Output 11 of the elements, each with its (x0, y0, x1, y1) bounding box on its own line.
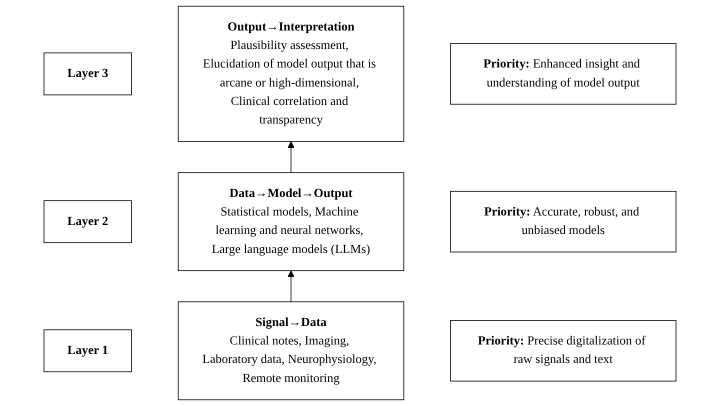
node-box: Data→Model→Output Statistical models, Machine learning and neural networks, Large language models (LLMs) (178, 172, 404, 272)
node-box: Signal→Data Clinical notes, Imaging, Laboratory data, Neurophysiology, Remote monitoring (178, 301, 404, 400)
node-box: Output→Interpretation Plausibility assessment, Elucidation of model output that is arcane or high-dimensional, Clinical correlation and transparency (178, 6, 404, 142)
arrow (288, 141, 294, 174)
node-box: Priority: Accurate, robust, and unbiased models (450, 190, 676, 252)
node-box: Layer 1 (44, 329, 132, 372)
node-box: Priority: Precise digitalization of raw signals and text (450, 320, 676, 382)
node-box: Layer 3 (44, 52, 132, 96)
arrow (288, 270, 294, 302)
node-box: Layer 2 (44, 200, 132, 244)
node-box: Priority: Enhanced insight and understanding of model output (450, 43, 676, 105)
